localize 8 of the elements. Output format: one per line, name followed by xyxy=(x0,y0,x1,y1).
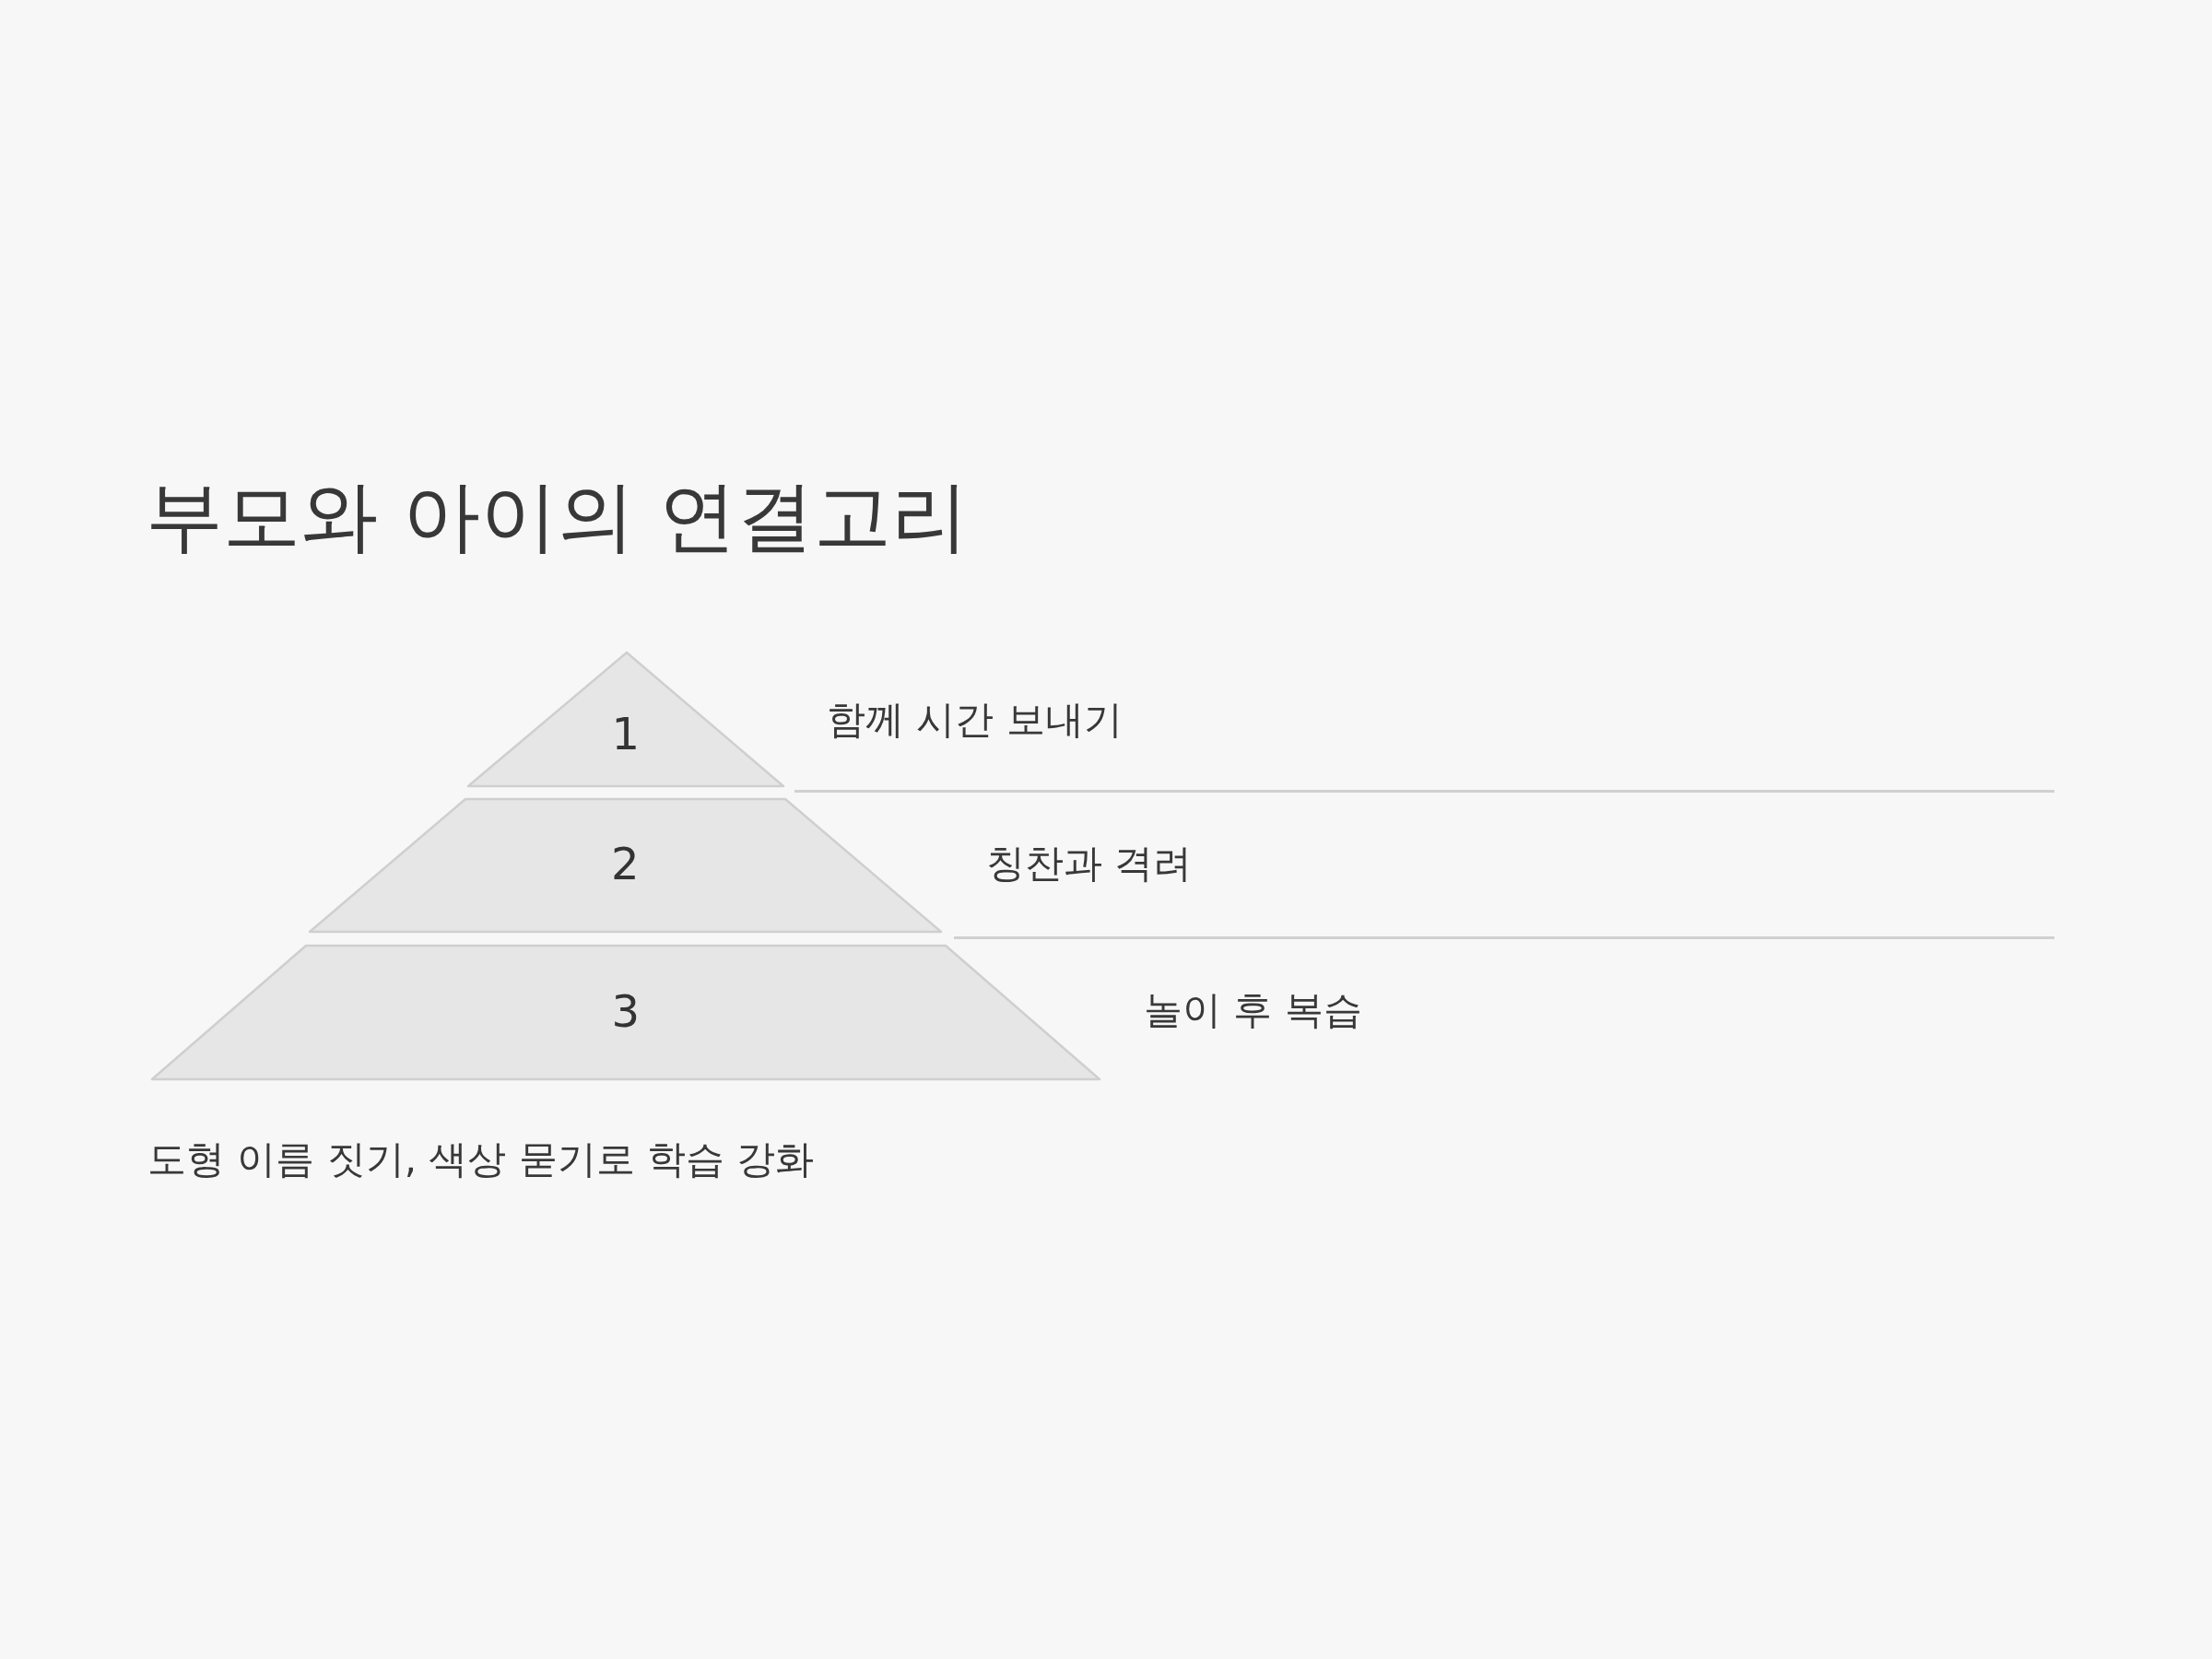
title: 부모와 아이의 연결고리 xyxy=(146,469,970,563)
tier-number: 1 xyxy=(611,708,641,761)
tier-number: 3 xyxy=(611,985,641,1039)
tier-number: 2 xyxy=(611,838,640,891)
note-text: 도형 이름 짓기, 색상 묻기로 학습 강화 xyxy=(147,1135,815,1183)
tier-label: 함께 시간 보내기 xyxy=(827,696,1123,744)
tier-label: 칭찬과 격려 xyxy=(986,840,1193,888)
tier-label: 놀이 후 복습 xyxy=(1144,986,1362,1034)
